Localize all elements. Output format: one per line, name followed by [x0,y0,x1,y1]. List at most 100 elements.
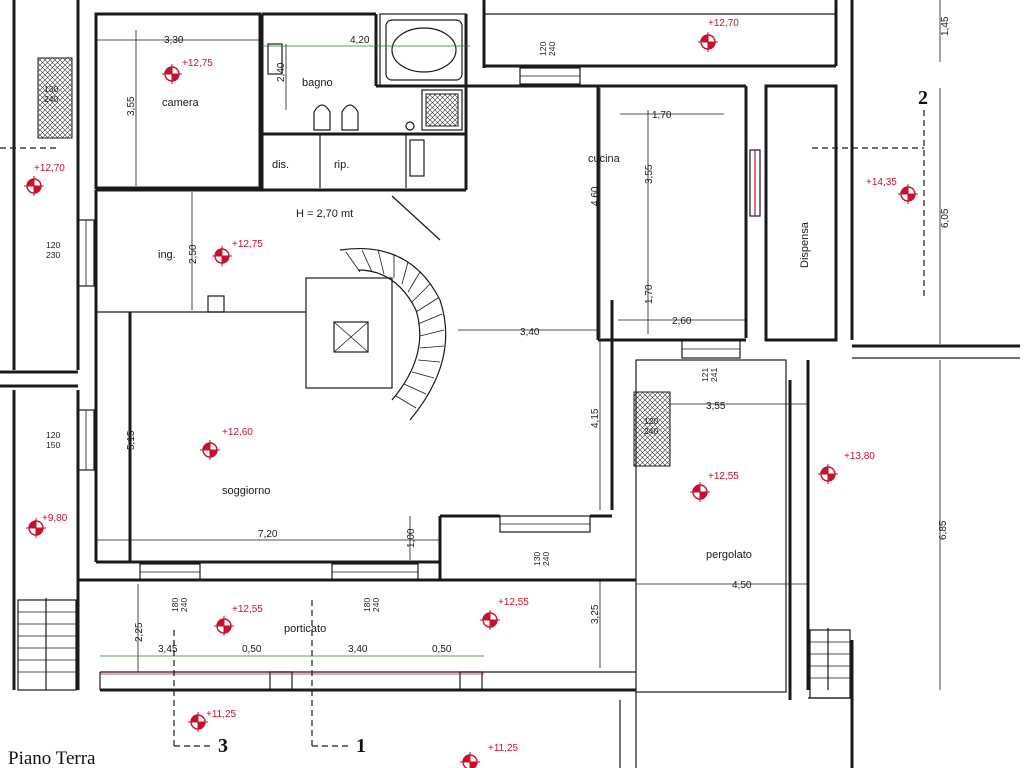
svg-text:+12,60: +12,60 [222,427,253,438]
svg-text:230: 230 [46,250,60,260]
svg-text:+12,55: +12,55 [498,597,529,608]
svg-text:120: 120 [538,42,548,56]
window-label-left2: 120 150 [46,430,60,450]
dim-soggiorno-width: 7,20 [258,529,278,540]
svg-text:+12,75: +12,75 [232,239,263,250]
svg-text:240: 240 [541,552,551,566]
svg-text:+11,25: +11,25 [206,709,237,720]
svg-text:130: 130 [532,552,542,566]
svg-text:+11,25: +11,25 [488,743,519,754]
dim-camera-width: 3,30 [164,35,184,46]
elevation-marker-portico-left: +12,55 [213,604,263,637]
dim-pergolato-width1: 3,55 [706,401,726,412]
fireplace-right [633,391,671,467]
svg-text:+13,80: +13,80 [844,451,875,462]
dim-bagno-small: 2,40 [276,62,287,82]
section-marker-2: 2 [918,87,928,109]
plan-title: Piano Terra [8,748,96,768]
height-note: H = 2,70 mt [296,208,353,220]
svg-text:130: 130 [44,84,58,94]
svg-text:+9,80: +9,80 [42,513,68,524]
svg-text:+12,70: +12,70 [34,163,65,174]
dim-cucina-width2: 2,60 [672,316,692,327]
dim-porticato-height2: 3,25 [590,604,601,624]
svg-text:240: 240 [371,598,381,612]
dim-cucina-height2: 3,55 [644,164,655,184]
svg-text:180: 180 [170,598,180,612]
elevation-marker-right-top: +14,35 [866,177,919,205]
window-label-south: 130 240 [532,552,551,566]
svg-text:121: 121 [700,368,710,382]
room-dispensa: Dispensa [799,221,811,268]
section-marker-3: 3 [218,735,228,757]
svg-text:+12,55: +12,55 [708,471,739,482]
svg-text:240: 240 [44,94,58,104]
dim-pergolato-height: 6,85 [938,520,949,540]
window-label-portico1: 180 240 [170,598,189,612]
room-porticato: porticato [284,623,326,635]
svg-text:120: 120 [46,240,60,250]
svg-text:240: 240 [644,426,658,436]
room-cucina: cucina [588,153,621,165]
elevation-marker-left-bottom: +9,80 [25,513,68,539]
room-bagno: bagno [302,77,333,89]
dim-bagno-width: 4,20 [350,35,370,46]
dim-step-height: 1,00 [406,528,417,548]
section-marker-1: 1 [356,735,366,757]
svg-text:150: 150 [46,440,60,450]
elevation-marker-top: +12,70 [697,18,739,53]
window-label-kitchen: 121 241 [700,368,719,382]
dim-soggiorno-height: 5,15 [126,430,137,450]
svg-text:+12,70: +12,70 [708,18,739,29]
dim-ingresso-height: 2,50 [188,244,199,264]
svg-text:180: 180 [362,598,372,612]
fixtures [207,19,761,313]
room-ingresso: ing. [158,249,176,261]
svg-text:241: 241 [709,368,719,382]
window-label-fire-right: 120 240 [644,416,658,436]
window-label-portico2: 180 240 [362,598,381,612]
dim-stair-width: 3,40 [520,327,540,338]
dim-cucina-width: 1,70 [652,110,672,121]
elevation-marker-camera: +12,75 [161,58,213,85]
dim-camera-height: 3,55 [126,96,137,116]
dim-pergolato-width2: 4,50 [732,580,752,591]
room-pergolato: pergolato [706,549,752,561]
dim-portico-seg2: 0,50 [242,644,262,655]
room-camera: camera [162,97,200,109]
elevation-marker-pergolato: +12,55 [689,471,739,503]
elevation-marker-bottom-mid: +11,25 [459,743,519,768]
dim-portico-seg4: 0,50 [432,644,452,655]
dim-right-height: 6,05 [940,208,951,228]
windows [77,67,741,581]
svg-text:240: 240 [547,42,557,56]
svg-text:240: 240 [179,598,189,612]
svg-text:+12,55: +12,55 [232,604,263,615]
svg-text:120: 120 [46,430,60,440]
elevation-marker-portico-right: +12,55 [479,597,529,631]
dim-porticato-height1: 2,25 [134,622,145,642]
window-label-top: 120 240 [538,42,557,56]
room-soggiorno: soggiorno [222,485,270,497]
elevation-marker-bottom-left: +11,25 [187,709,237,733]
svg-text:+12,75: +12,75 [182,58,213,69]
window-label-left1: 120 230 [46,240,60,260]
spiral-staircase [339,248,447,421]
elevation-marker-ingresso: +12,75 [211,239,263,267]
svg-text:+14,35: +14,35 [866,177,897,188]
dim-portico-seg3: 3,40 [348,644,368,655]
dimension-lines [0,0,941,747]
svg-text:120: 120 [644,416,658,426]
dim-portico-seg1: 3,45 [158,644,178,655]
elevation-marker-soggiorno: +12,60 [199,427,253,461]
elevation-marker-left-top: +12,70 [23,163,65,197]
dim-top-right: 1,45 [940,16,951,36]
room-rip: rip. [334,159,349,171]
window-label-fire-left: 130 240 [44,84,58,104]
fireplace-left [37,57,73,139]
dim-cucina-height3: 1,70 [644,284,655,304]
dim-mid-height: 4,15 [590,408,601,428]
elevation-marker-right-mid: +13,80 [817,451,875,485]
